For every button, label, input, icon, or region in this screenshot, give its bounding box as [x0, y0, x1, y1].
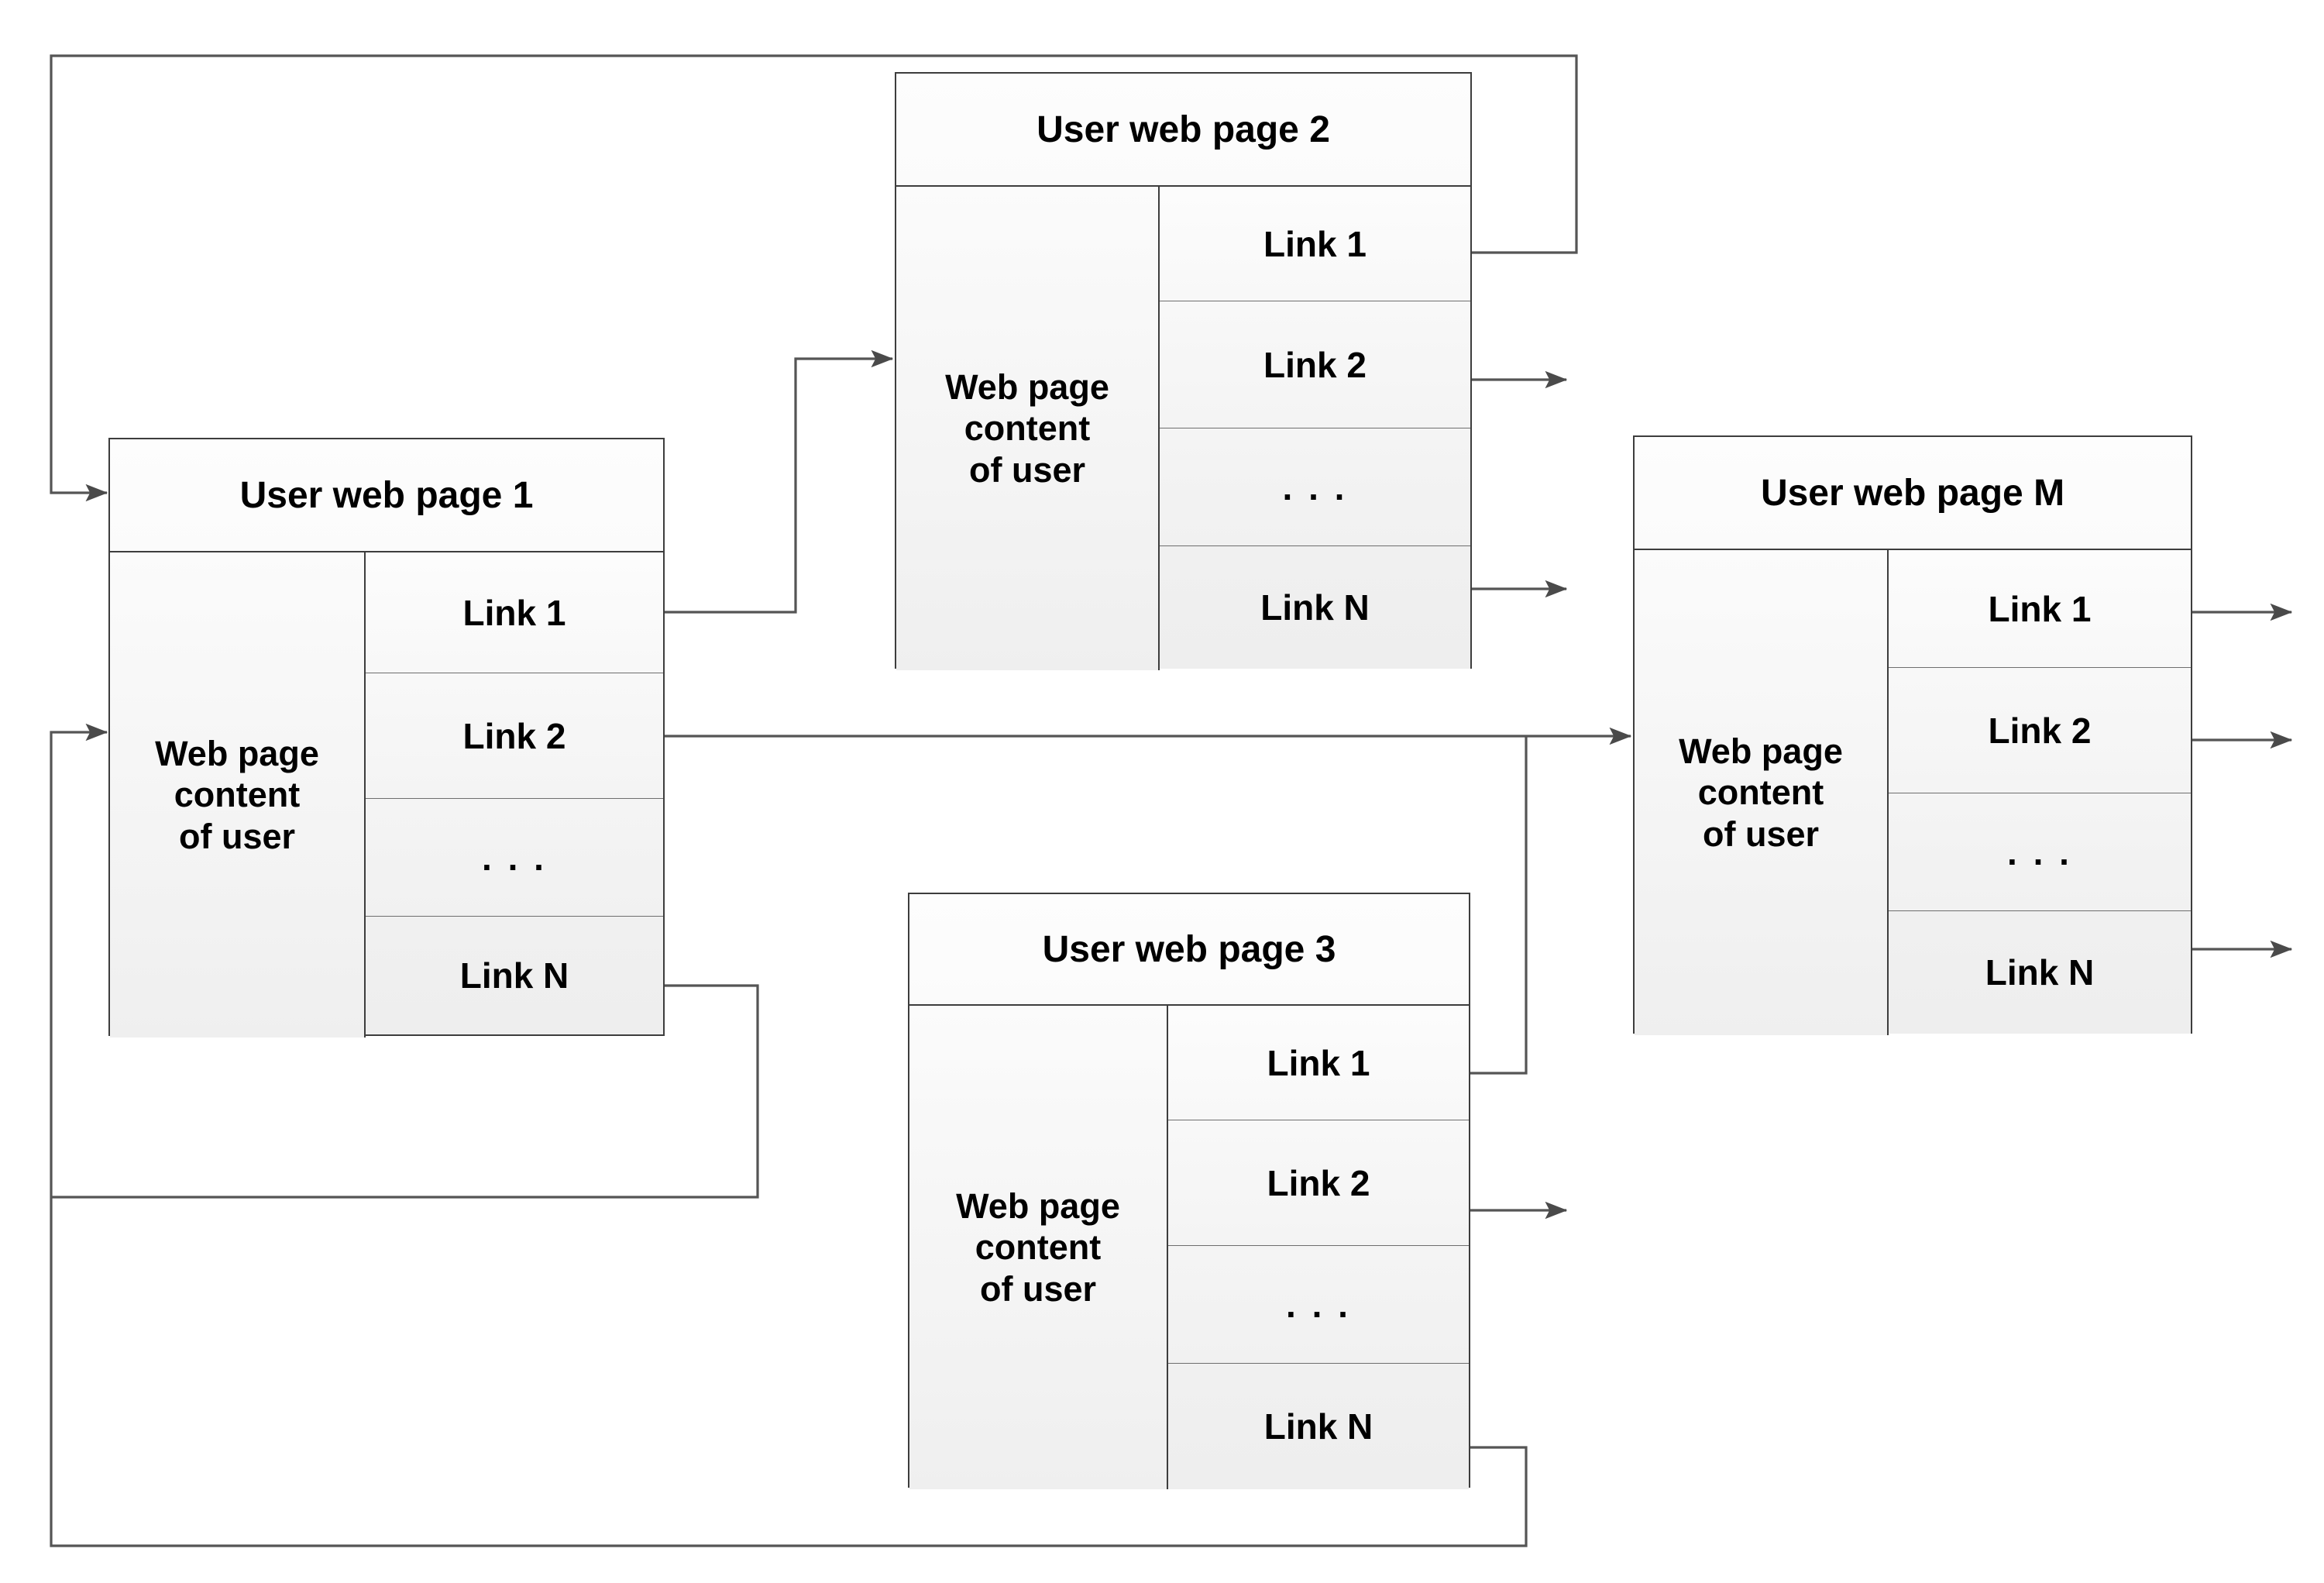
page1-content-line-1: Web page — [155, 734, 319, 774]
page2-link-2[interactable]: Link 2 — [1160, 301, 1470, 428]
page1-content-line-3: of user — [178, 816, 296, 856]
page3-title: User web page 3 — [909, 894, 1469, 1006]
pagem-content-line-2: content — [1697, 773, 1824, 813]
node-user-web-page-1[interactable]: User web page 1 Web page content of user… — [108, 438, 665, 1038]
page2-content-cell: Web page content of user — [896, 187, 1160, 670]
pagem-link-ellipsis: . . . — [1889, 793, 2191, 911]
pagem-content-line-1: Web page — [1679, 731, 1843, 772]
page3-content-line-1: Web page — [956, 1186, 1120, 1227]
page3-content-line-2: content — [975, 1227, 1102, 1268]
page2-link-1[interactable]: Link 1 — [1160, 187, 1470, 301]
node-user-web-page-2[interactable]: User web page 2 Web page content of user… — [895, 72, 1472, 670]
page1-link-1[interactable]: Link 1 — [366, 552, 663, 673]
node-user-web-page-3[interactable]: User web page 3 Web page content of user… — [908, 893, 1470, 1489]
pagem-content-line-3: of user — [1702, 814, 1820, 854]
page2-link-n[interactable]: Link N — [1160, 546, 1470, 669]
pagem-link-2[interactable]: Link 2 — [1889, 668, 2191, 793]
page1-link-2[interactable]: Link 2 — [366, 673, 663, 799]
node-user-web-page-m[interactable]: User web page M Web page content of user… — [1633, 435, 2192, 1035]
page1-links-column: Link 1 Link 2 . . . Link N — [366, 552, 663, 1038]
page2-title: User web page 2 — [896, 74, 1470, 187]
page1-content-cell: Web page content of user — [110, 552, 366, 1038]
page3-content-cell: Web page content of user — [909, 1006, 1168, 1489]
page1-link-ellipsis: . . . — [366, 799, 663, 917]
edge-page3-link1-to-pageM — [1470, 736, 1528, 1075]
page3-link-2[interactable]: Link 2 — [1168, 1120, 1469, 1246]
page2-content-line-2: content — [964, 408, 1091, 449]
page2-link-ellipsis: . . . — [1160, 428, 1470, 546]
page3-link-ellipsis: . . . — [1168, 1246, 1469, 1364]
pagem-content-cell: Web page content of user — [1635, 550, 1889, 1035]
page3-links-column: Link 1 Link 2 . . . Link N — [1168, 1006, 1469, 1489]
edge-page1-linkN-loopback — [51, 984, 759, 1199]
page3-link-n[interactable]: Link N — [1168, 1364, 1469, 1489]
page1-title: User web page 1 — [110, 439, 663, 552]
edge-page2-link1-to-page1-header — [50, 54, 1578, 502]
pagem-title: User web page M — [1635, 437, 2191, 550]
page1-content-line-2: content — [174, 775, 301, 815]
page2-content-line-1: Web page — [945, 367, 1109, 408]
pagem-link-n[interactable]: Link N — [1889, 911, 2191, 1034]
page3-link-1[interactable]: Link 1 — [1168, 1006, 1469, 1120]
page3-content-line-3: of user — [979, 1268, 1097, 1309]
page1-link-n[interactable]: Link N — [366, 917, 663, 1034]
edge-page1-link1-to-page2 — [662, 349, 894, 614]
page2-links-column: Link 1 Link 2 . . . Link N — [1160, 187, 1470, 670]
pagem-link-1[interactable]: Link 1 — [1889, 550, 2191, 668]
page2-content-line-3: of user — [968, 449, 1086, 490]
pagem-links-column: Link 1 Link 2 . . . Link N — [1889, 550, 2191, 1035]
edge-page3-linkN-to-page1-content — [50, 723, 1528, 1547]
